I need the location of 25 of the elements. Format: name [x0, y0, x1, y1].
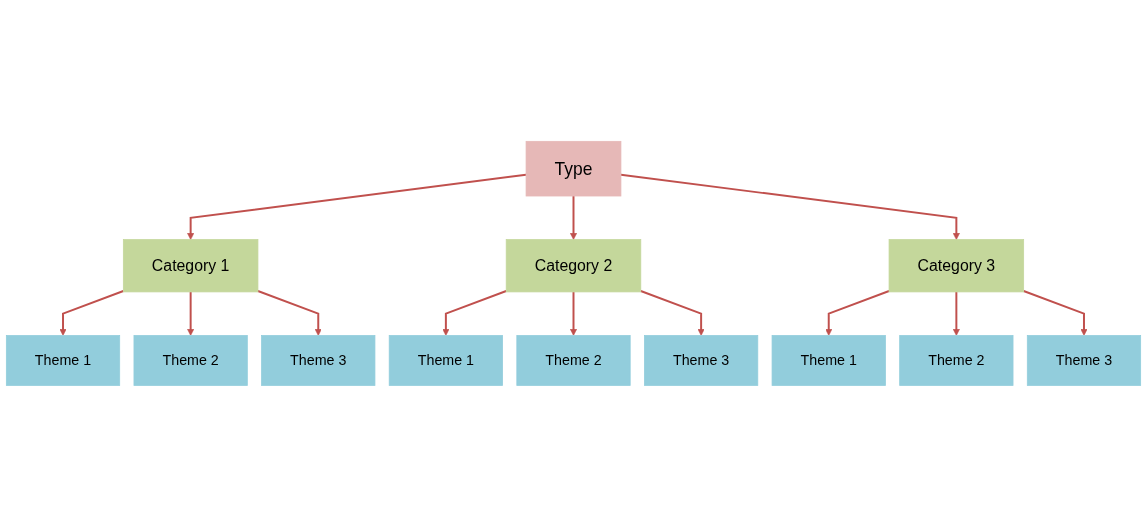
- node-box: Category 3: [888, 239, 1025, 293]
- node-box: Theme 3: [1026, 335, 1142, 386]
- arrow: [442, 290, 508, 336]
- node-box: Theme 2: [133, 335, 248, 386]
- node-box: Theme 1: [5, 335, 121, 386]
- node-box: Theme 1: [388, 335, 503, 386]
- arrow: [187, 173, 528, 241]
- arrow: [59, 290, 125, 336]
- arrow: [256, 290, 322, 336]
- node-box: Theme 1: [771, 335, 886, 386]
- arrow: [1022, 290, 1088, 336]
- node-box: Theme 2: [899, 335, 1014, 386]
- arrow: [825, 290, 891, 336]
- node-box: Theme 3: [261, 335, 376, 386]
- arrow: [570, 195, 577, 241]
- arrow: [639, 290, 705, 336]
- arrow: [570, 291, 577, 336]
- node-box: Theme 3: [644, 335, 759, 386]
- node-box: Type: [525, 141, 622, 197]
- node-box: Theme 2: [516, 335, 631, 386]
- node-box: Category 2: [505, 239, 642, 293]
- arrow: [952, 291, 960, 336]
- node-box: Category 1: [122, 239, 259, 293]
- arrow: [619, 173, 960, 241]
- arrow: [187, 291, 195, 336]
